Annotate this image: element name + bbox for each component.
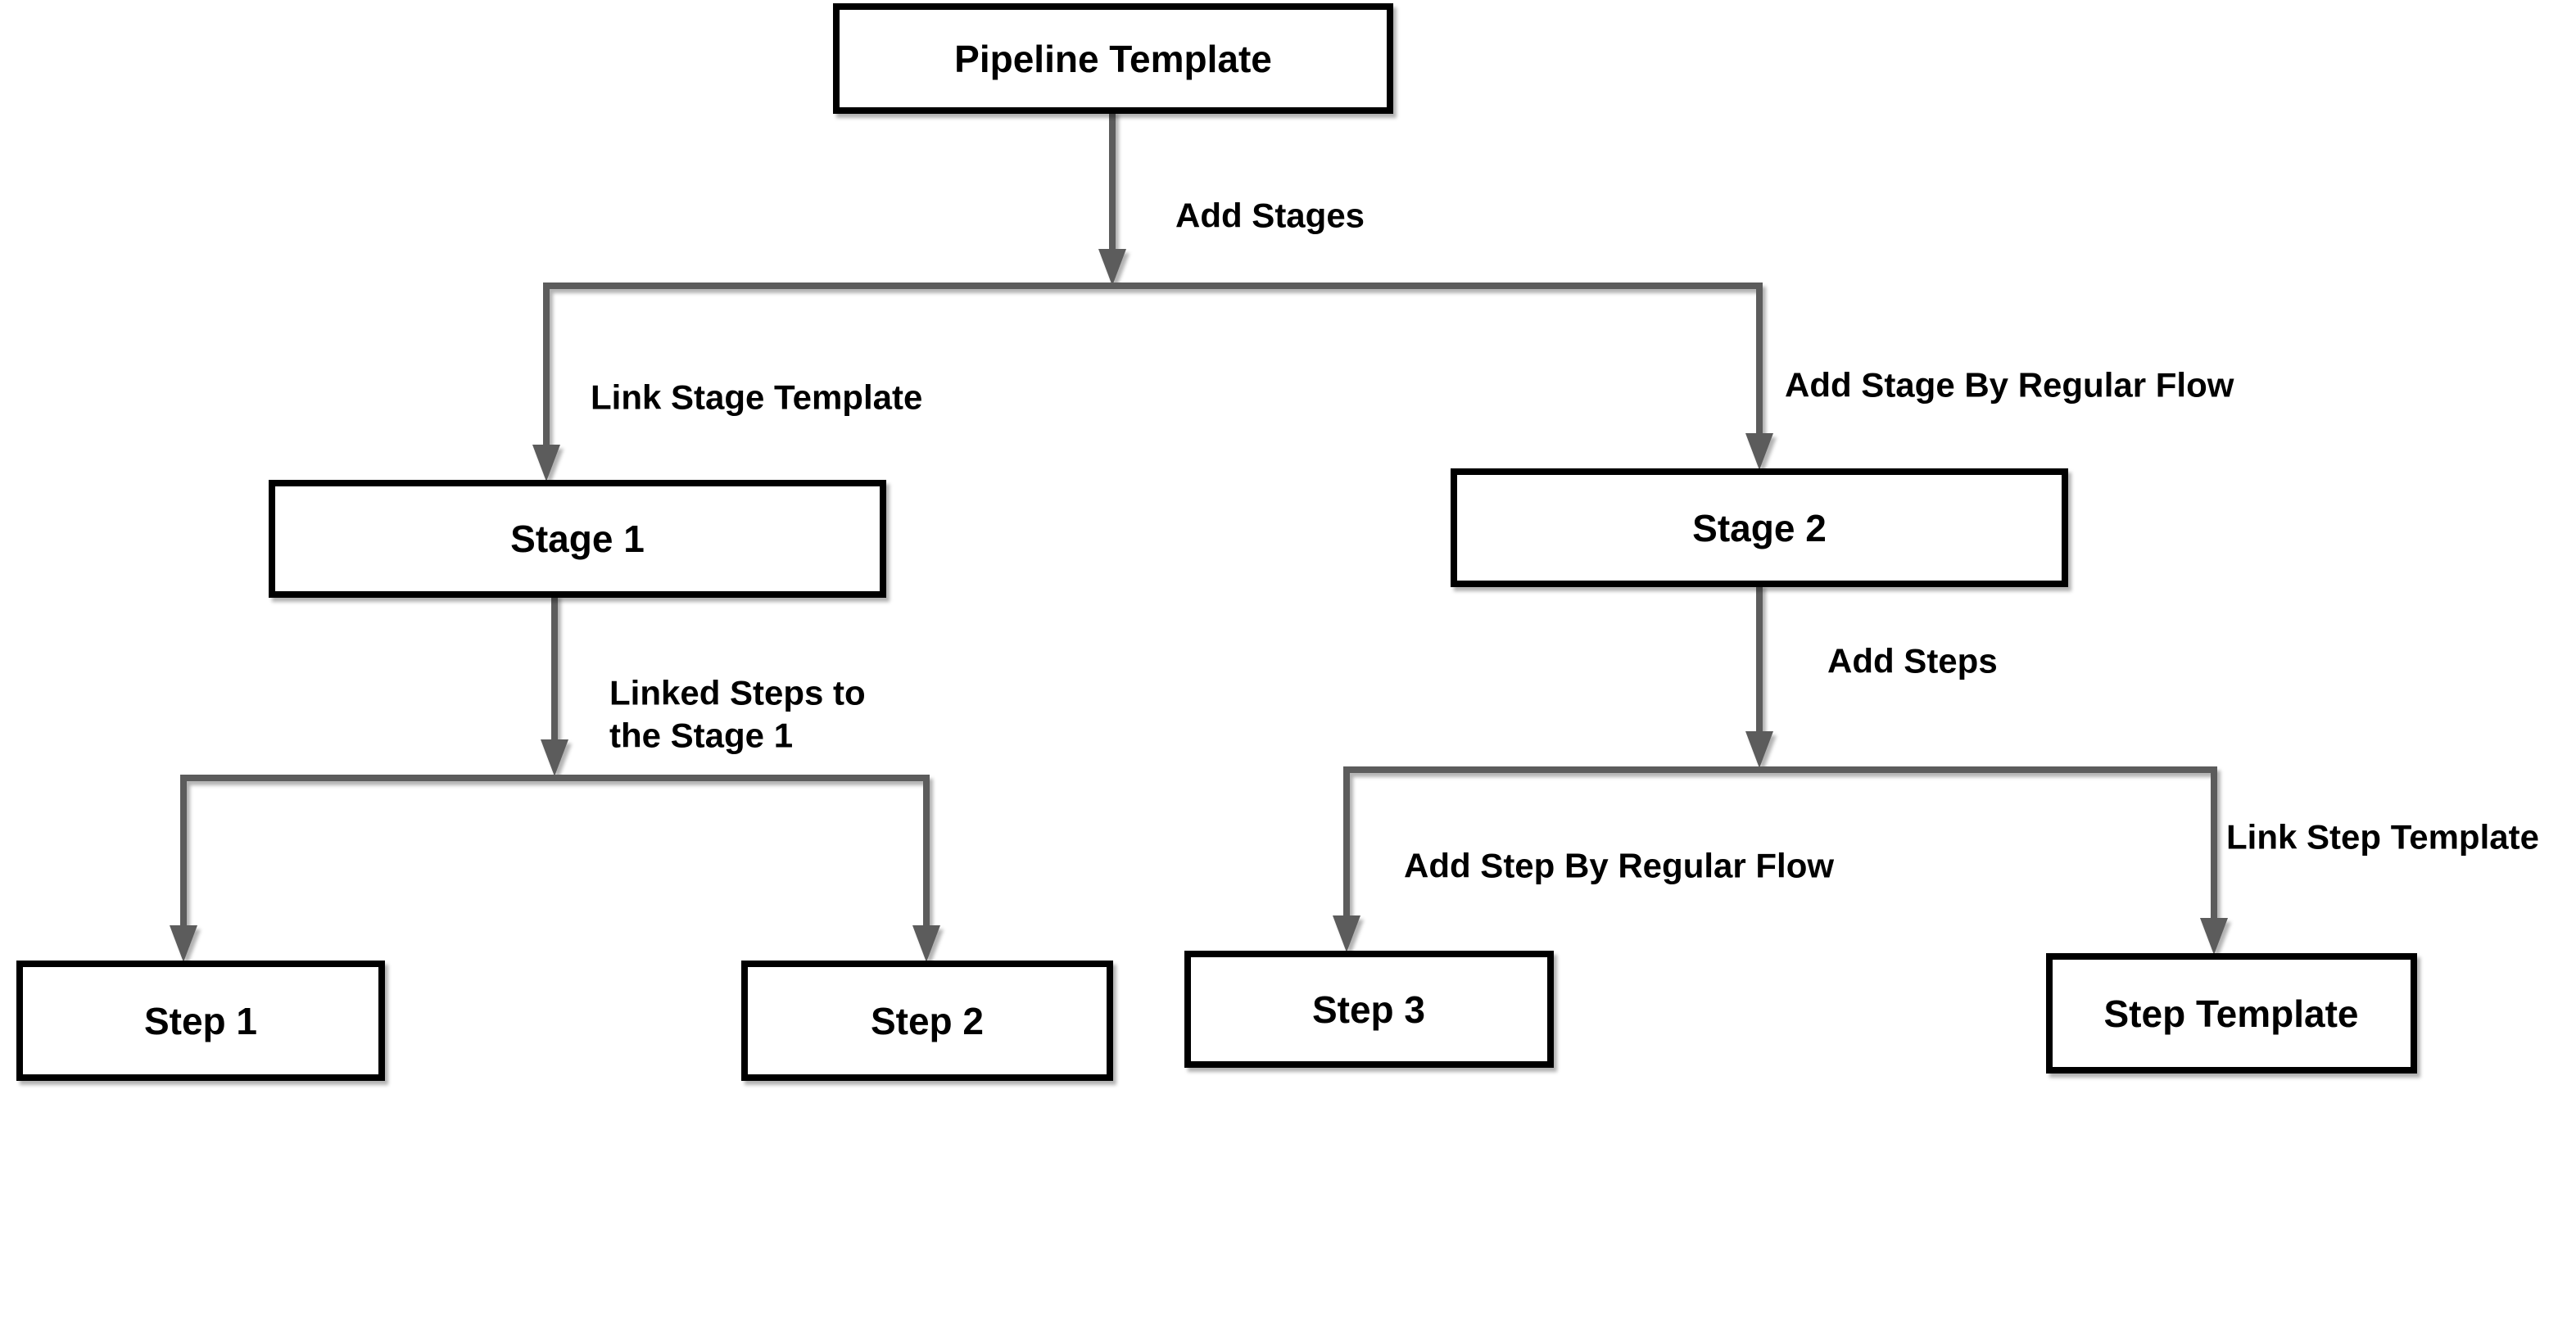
node-step-template-label: Step Template — [2104, 992, 2359, 1035]
node-pipeline-template-label: Pipeline Template — [954, 38, 1272, 80]
node-stage-2: Stage 2 — [1451, 468, 2068, 587]
node-step-2-box — [741, 961, 1113, 1081]
connectors-layer — [170, 111, 2228, 962]
node-pipeline-template-box — [833, 3, 1393, 114]
edge-labels-layer: Add Stages Link Stage Template Add Stage… — [591, 197, 2539, 885]
node-stage-1-label: Stage 1 — [510, 518, 645, 560]
edge-label-link-stage-template: Link Stage Template — [591, 378, 922, 417]
edge-link-stage-template-arrowhead — [532, 445, 560, 481]
node-step-1-box — [16, 961, 385, 1081]
node-step-3-label: Step 3 — [1312, 988, 1425, 1031]
node-step-template: Step Template — [2046, 953, 2417, 1074]
edge-add-steps-arrowhead — [1745, 731, 1773, 768]
node-step-3: Step 3 — [1184, 951, 1554, 1068]
node-step-1: Step 1 — [16, 961, 385, 1081]
edge-to-step-2-line — [555, 775, 930, 925]
edge-linked-steps-arrowhead — [541, 739, 568, 776]
node-step-2-label: Step 2 — [871, 1000, 984, 1042]
node-step-2: Step 2 — [741, 961, 1113, 1081]
node-pipeline-template: Pipeline Template — [833, 3, 1393, 114]
edge-link-stage-template-line — [543, 283, 1112, 446]
edge-add-stages-arrowhead — [1098, 249, 1126, 286]
node-stage-2-box — [1451, 468, 2068, 587]
edge-to-step-3-arrowhead — [1333, 915, 1360, 952]
edge-label-linked-steps-line2: the Stage 1 — [609, 716, 793, 755]
edge-label-link-step-template: Link Step Template — [2226, 818, 2539, 857]
nodes-layer: Pipeline Template Stage 1 Stage 2 Step 1… — [16, 3, 2417, 1081]
edge-add-stage-by-regular-flow-arrowhead — [1745, 433, 1773, 470]
edge-label-linked-steps-line1: Linked Steps to — [609, 674, 866, 712]
edge-label-add-stages: Add Stages — [1175, 197, 1365, 235]
edge-to-step-1-arrowhead — [170, 925, 197, 962]
edge-label-add-step-by-regular-flow: Add Step By Regular Flow — [1404, 847, 1834, 885]
node-step-3-box — [1184, 951, 1554, 1068]
node-step-template-box — [2046, 953, 2417, 1074]
edge-to-step-template-line — [1759, 766, 2217, 918]
edge-label-add-stage-by-regular-flow: Add Stage By Regular Flow — [1785, 366, 2234, 405]
node-step-1-label: Step 1 — [144, 1000, 257, 1042]
edge-to-step-template-arrowhead — [2200, 918, 2228, 955]
diagram-root: Add Stages Link Stage Template Add Stage… — [16, 3, 2539, 1081]
edge-label-add-steps: Add Steps — [1827, 642, 1998, 680]
edge-to-step-3-line — [1343, 766, 1759, 915]
node-stage-1-box — [269, 480, 886, 598]
node-stage-2-label: Stage 2 — [1692, 507, 1827, 549]
edge-to-step-1-line — [180, 775, 555, 925]
edge-add-stage-by-regular-flow-line — [1112, 283, 1763, 434]
edge-to-step-2-arrowhead — [912, 925, 940, 962]
node-stage-1: Stage 1 — [269, 480, 886, 598]
